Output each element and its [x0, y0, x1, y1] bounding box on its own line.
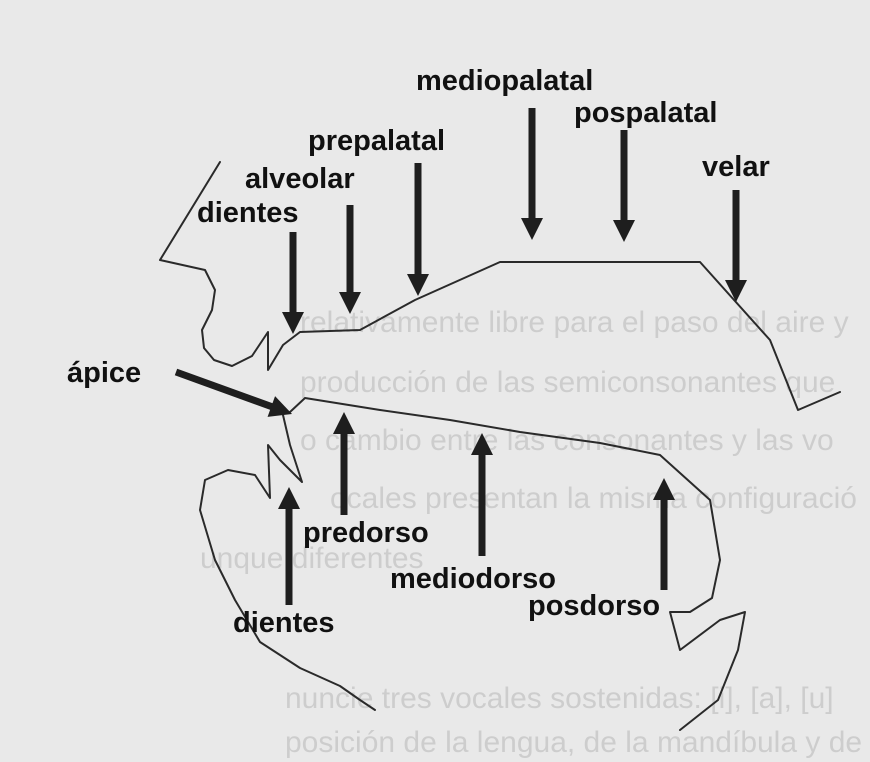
label-mediopalatal: mediopalatal — [416, 65, 593, 97]
arrow-pospalatal — [613, 130, 635, 242]
bleed-through-text: relativamente libre para el paso del air… — [200, 306, 862, 759]
bleed-line-1: relativamente libre para el paso del air… — [300, 306, 849, 339]
label-apice: ápice — [67, 357, 141, 389]
arrow-apice — [176, 372, 292, 417]
arrow-alveolar — [339, 205, 361, 314]
arrow-posdorso — [653, 478, 675, 590]
label-prepalatal: prepalatal — [308, 125, 445, 157]
bleed-line-6: nuncie tres vocales sostenidas: [i], [a]… — [285, 682, 834, 715]
arrow-apice-shaft — [176, 372, 273, 407]
label-alveolar: alveolar — [245, 163, 355, 195]
arrow-velar-head — [725, 280, 747, 302]
arrow-pospalatal-head — [613, 220, 635, 242]
arrow-dientes-bottom-head — [278, 487, 300, 509]
arrow-prepalatal-head — [407, 274, 429, 296]
bleed-line-4: ocales presentan la misma configuració — [330, 482, 857, 515]
bleed-line-7: posición de la lengua, de la mandíbula y… — [285, 726, 862, 759]
label-posdorso: posdorso — [528, 590, 660, 622]
label-pospalatal: pospalatal — [574, 97, 717, 129]
label-velar: velar — [702, 151, 770, 183]
arrow-mediopalatal — [521, 108, 543, 240]
label-predorso: predorso — [303, 517, 429, 549]
bleed-line-3: o cambio entre las consonantes y las vo — [300, 424, 834, 457]
arrow-prepalatal — [407, 163, 429, 296]
bleed-line-2: producción de las semiconsonantes que — [300, 366, 835, 399]
label-dientes-top: dientes — [197, 197, 299, 229]
arrow-velar — [725, 190, 747, 302]
arrow-predorso-head — [333, 412, 355, 434]
arrow-mediopalatal-head — [521, 218, 543, 240]
label-dientes-bottom: dientes — [233, 607, 335, 639]
